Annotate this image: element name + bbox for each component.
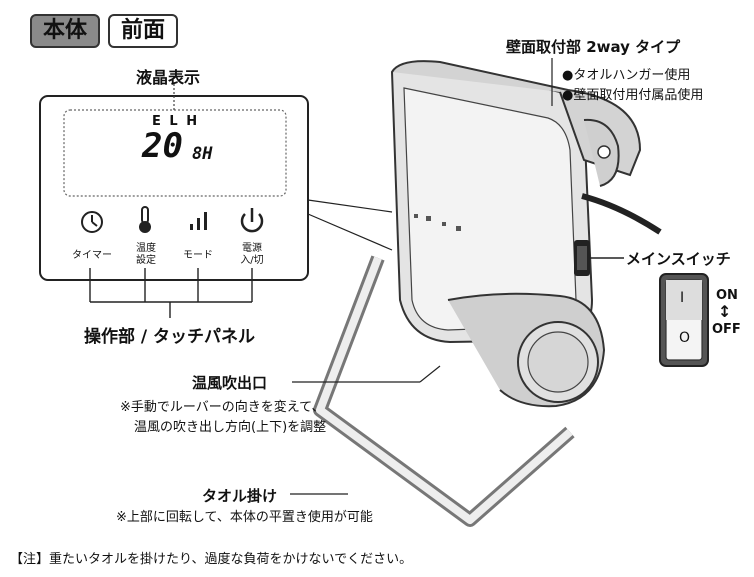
towel-note: ※上部に回転して、本体の平置き使用が可能	[116, 510, 373, 525]
lcd-unit: 8H	[192, 144, 213, 164]
timer-label[interactable]: タイマー	[72, 250, 112, 261]
signal-bars-icon	[190, 212, 207, 230]
mount-title: 壁面取付部 2way タイプ	[506, 38, 681, 56]
body-tag: 本体	[30, 14, 100, 48]
switch-on-label: ON	[716, 288, 738, 303]
touch-panel-label: 操作部 / タッチパネル	[84, 327, 256, 347]
switch-mark-on: I	[680, 290, 685, 306]
lcd-screen	[63, 109, 287, 197]
lcd-number: 20	[142, 126, 183, 166]
mount-item-1: ●タオルハンガー使用	[562, 68, 691, 83]
warning-note: 【注】重たいタオルを掛けたり、過度な負荷をかけないでください。	[10, 552, 413, 567]
towel-title: タオル掛け	[202, 487, 278, 505]
main-switch-label: メインスイッチ	[626, 250, 731, 268]
switch-arrow-icon: ↕	[718, 302, 732, 321]
lcd-modes: E L H	[152, 114, 200, 129]
timer-icon	[81, 211, 103, 233]
power-label[interactable]: 電源 入/切	[240, 243, 264, 266]
front-tag: 前面	[108, 14, 178, 48]
lcd-title: 液晶表示	[136, 68, 201, 87]
mode-label[interactable]: モード	[183, 250, 213, 261]
touch-bracket	[89, 268, 253, 318]
switch-off-label: OFF	[712, 322, 741, 337]
outlet-title: 温風吹出口	[192, 374, 268, 392]
heater-body	[313, 60, 662, 527]
outlet-note-1: ※手動でルーバーの向きを変えて、	[120, 400, 325, 415]
main-switch-detail	[659, 273, 709, 367]
outlet-note-2: 温風の吹き出し方向(上下)を調整	[134, 420, 327, 435]
mount-item-2: ●壁面取付用付属品使用	[562, 88, 704, 103]
thermometer-icon	[139, 206, 151, 233]
switch-mark-off: O	[679, 330, 691, 346]
power-icon	[240, 208, 264, 233]
temp-setting-label[interactable]: 温度 設定	[136, 243, 156, 266]
